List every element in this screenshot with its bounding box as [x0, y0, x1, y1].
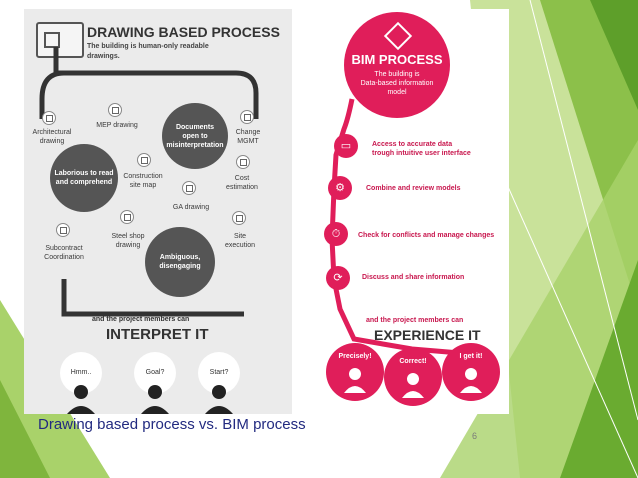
document-icon	[236, 155, 250, 169]
i-get-it-bubble: I get it!	[442, 343, 500, 401]
person-icon	[67, 385, 95, 414]
document-icon	[42, 111, 56, 125]
ga-label: GA drawing	[172, 204, 210, 211]
precisely-bubble: Precisely!	[326, 343, 384, 401]
person-icon	[460, 368, 482, 393]
left-footer-line: and the project members can	[92, 316, 190, 323]
document-icon	[182, 181, 196, 195]
share-icon: ⟳	[326, 266, 350, 290]
left-subtitle: The building is human-only readable draw…	[87, 43, 209, 60]
ambiguous-bubble: Ambiguous,disengaging	[145, 227, 215, 297]
bim-footer-line: and the project members can	[366, 317, 464, 324]
bim-footer-big: EXPERIENCE IT	[374, 327, 481, 343]
document-icon	[108, 103, 122, 117]
document-icon	[240, 110, 254, 124]
bim-step-4-label: Discuss and share information	[362, 274, 465, 281]
bim-flow-line	[329, 98, 473, 357]
thought-bubble: Start?	[198, 352, 240, 394]
screen-icon: ▭	[334, 134, 358, 158]
left-flow-lines	[39, 47, 259, 317]
slide-caption: Drawing based process vs. BIM process	[38, 416, 306, 433]
person-icon	[344, 368, 366, 393]
left-title: DRAWING BASED PROCESS	[87, 24, 280, 40]
document-icon	[232, 211, 246, 225]
person-icon	[141, 385, 169, 414]
document-icon	[137, 153, 151, 167]
stopwatch-icon: ⏱	[324, 222, 348, 246]
person-icon	[205, 385, 233, 414]
gear-icon: ⚙	[328, 176, 352, 200]
bim-step-2-label: Combine and review models	[366, 185, 461, 192]
house-icon-roof	[44, 32, 60, 48]
bim-title: BIM PROCESS	[351, 52, 443, 67]
cube-icon	[383, 21, 413, 51]
left-footer-big: INTERPRET IT	[106, 326, 209, 343]
document-icon	[120, 210, 134, 224]
page-number: 6	[472, 431, 478, 441]
bim-step-3-label: Check for conflicts and manage changes	[358, 232, 495, 239]
document-icon	[56, 223, 70, 237]
person-icon	[402, 373, 424, 398]
mep-label: MEP drawing	[96, 122, 138, 129]
correct-bubble: Correct!	[384, 348, 442, 406]
